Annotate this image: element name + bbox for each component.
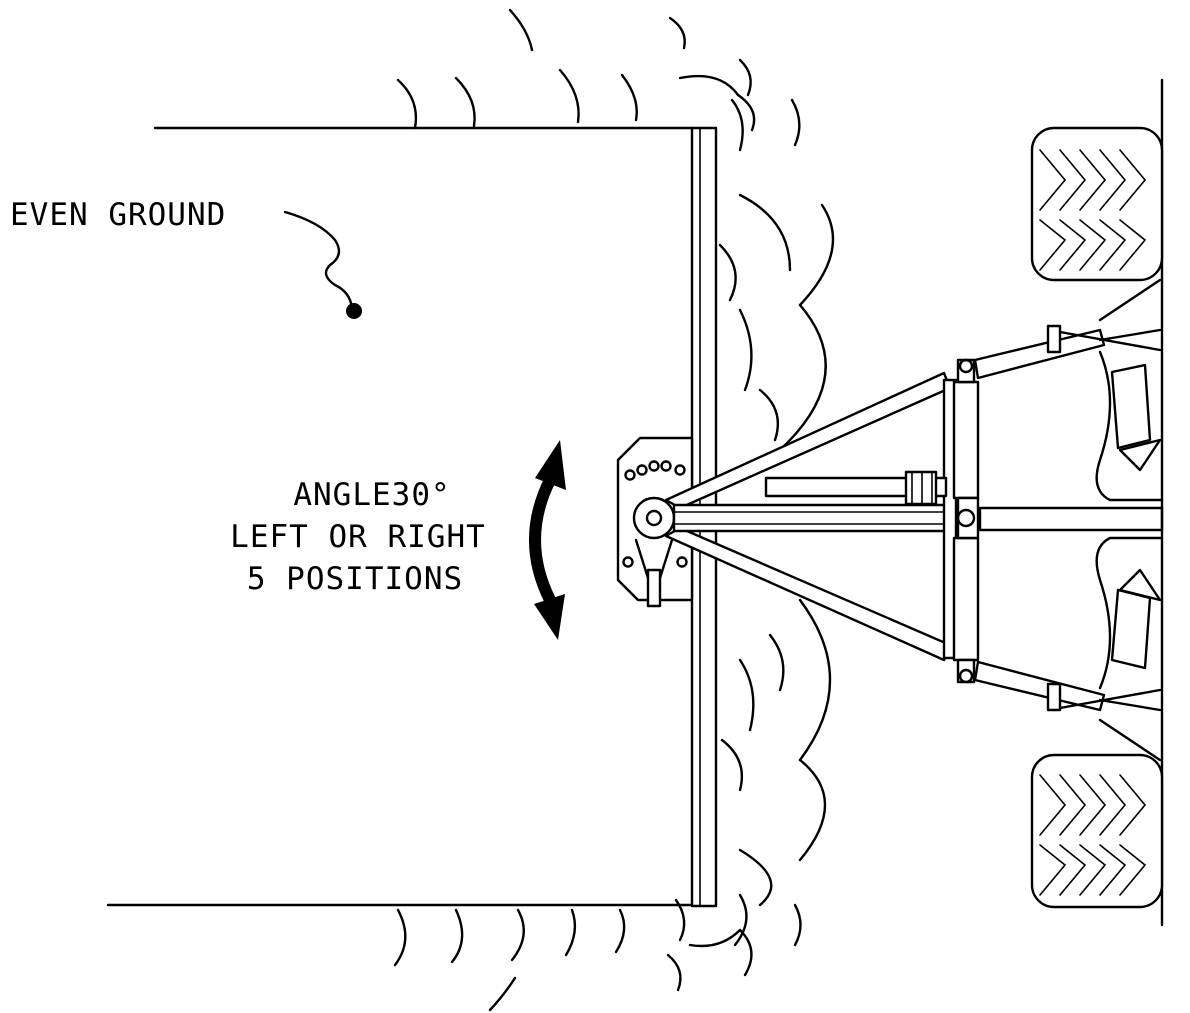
even-ground-area	[106, 126, 694, 907]
angle-label-line3: 5 POSITIONS	[247, 561, 463, 597]
callout-dot	[346, 303, 362, 319]
angle-label: ANGLE30° LEFT OR RIGHT 5 POSITIONS	[230, 477, 486, 597]
arrow-head-down	[534, 594, 565, 640]
angle-double-arrow	[529, 440, 566, 640]
tractor-arms	[973, 324, 1164, 712]
even-ground-label: EVEN GROUND	[10, 197, 226, 233]
angle-label-line1: ANGLE30°	[293, 477, 450, 513]
angle-label-line2: LEFT OR RIGHT	[230, 519, 486, 555]
mount-rollers	[952, 358, 980, 684]
pivot-plate	[616, 436, 694, 608]
tractor-tire-top	[1030, 126, 1164, 282]
arrow-head-up	[535, 440, 566, 490]
pivot-pin	[632, 496, 676, 540]
even-ground-callout	[283, 210, 362, 319]
soil-swirls	[393, 8, 835, 1012]
tractor-tire-bottom	[1030, 753, 1164, 909]
